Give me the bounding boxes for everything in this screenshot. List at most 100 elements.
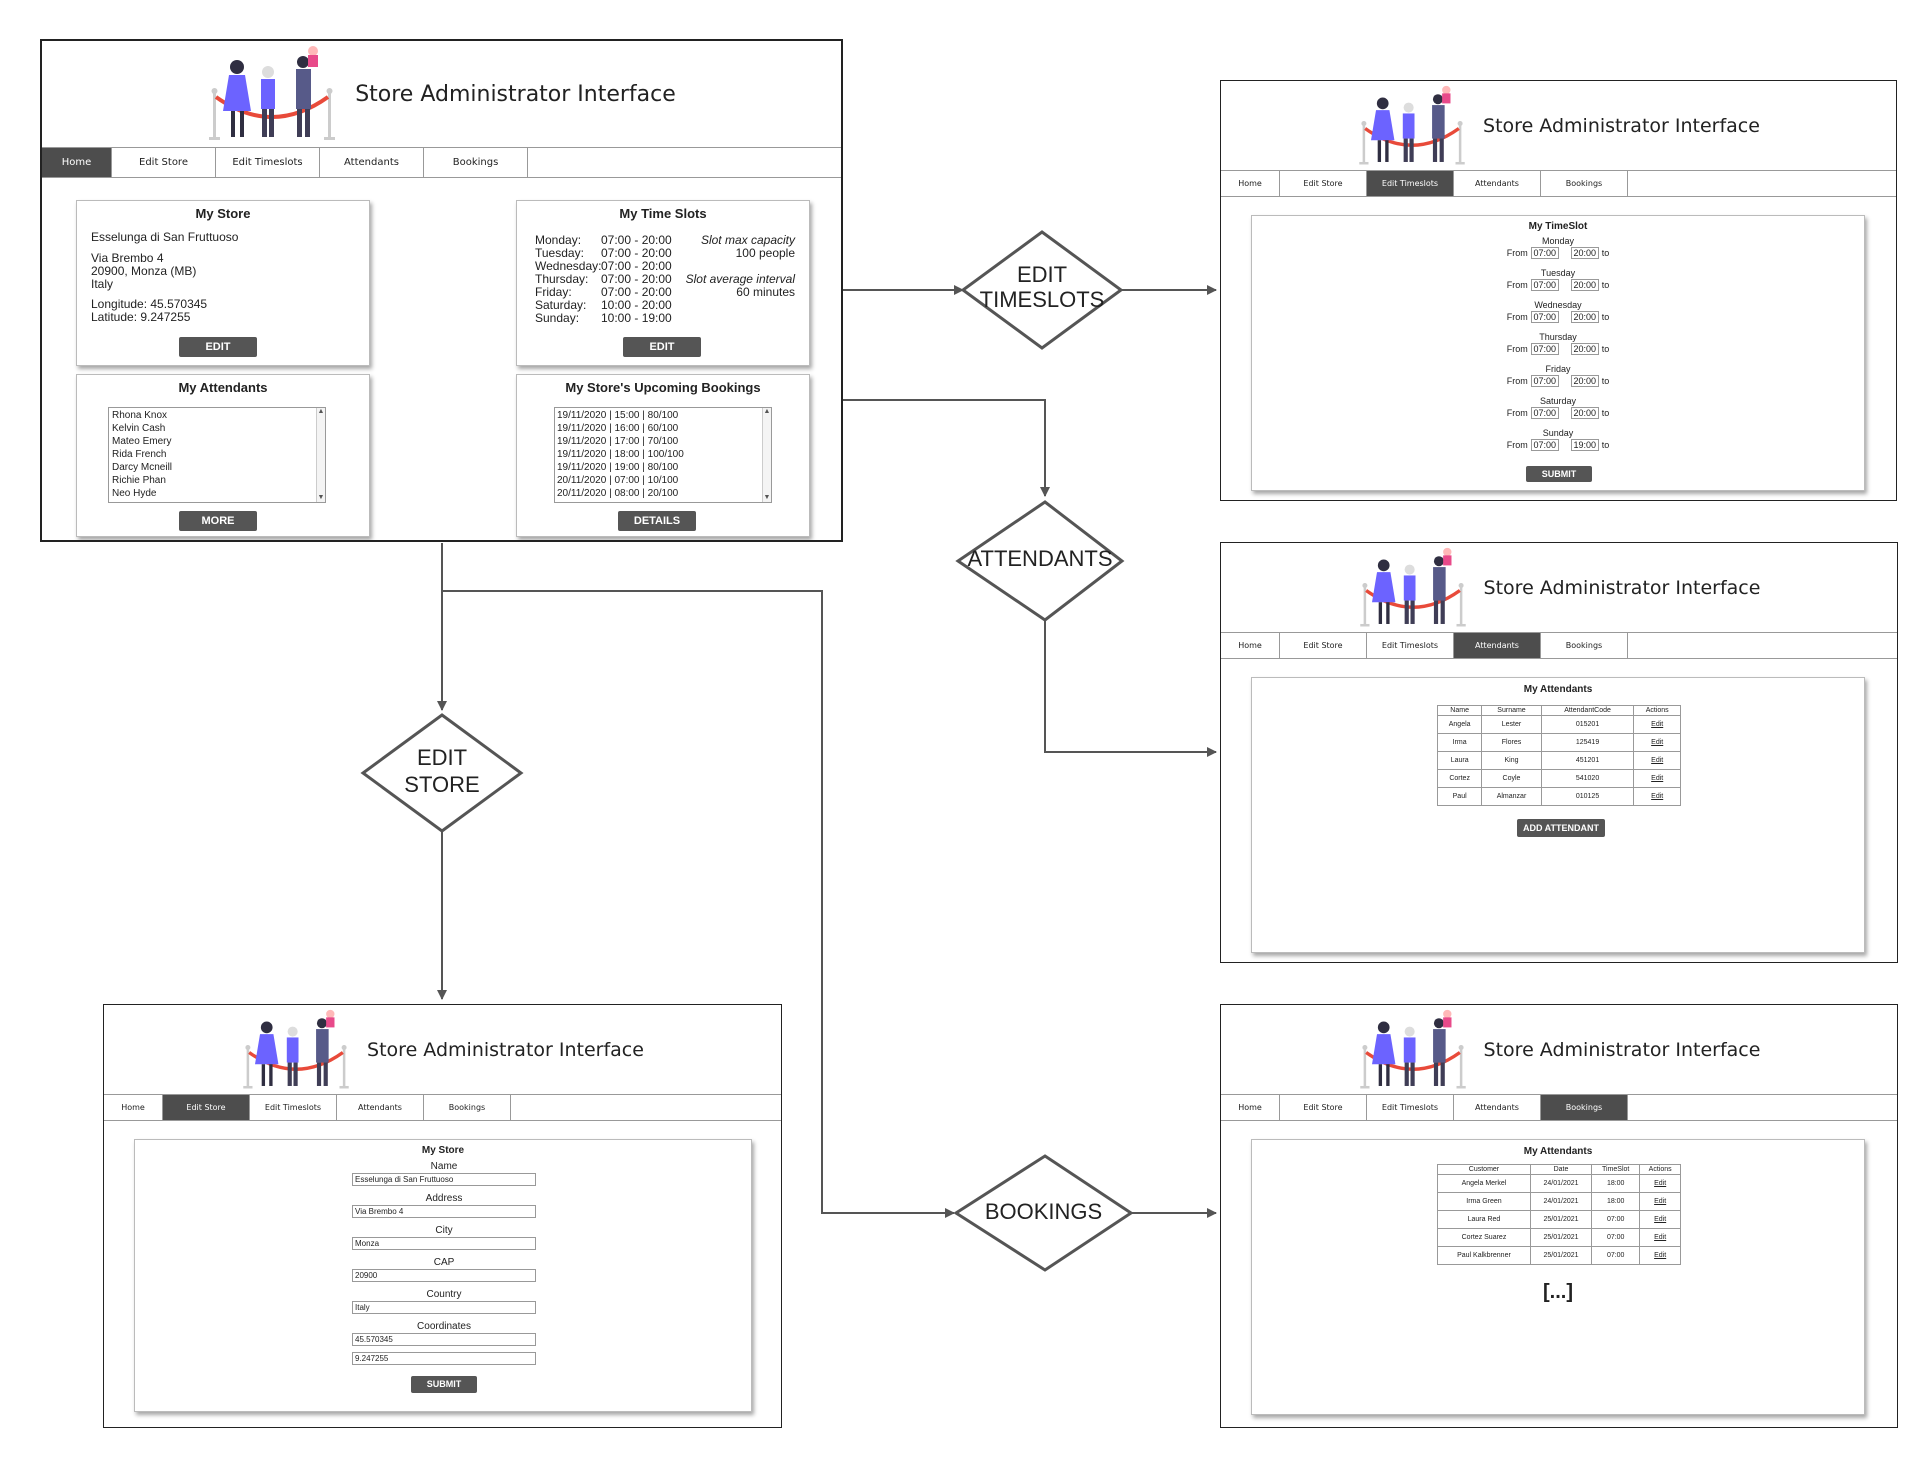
scrollbar[interactable]: ▲▼ bbox=[316, 408, 325, 502]
day-label: Wednesday bbox=[1534, 300, 1582, 310]
tab-attendants[interactable]: Attendants bbox=[1454, 171, 1541, 196]
to-time-input[interactable]: 20:00 bbox=[1570, 311, 1599, 323]
name-input[interactable]: Esselunga di San Fruttuoso bbox=[352, 1173, 536, 1186]
longitude-input[interactable]: 45.570345 bbox=[352, 1333, 536, 1346]
list-item: Saturday:10:00 - 20:00 bbox=[535, 298, 672, 312]
list-item[interactable]: Kelvin Cash bbox=[112, 423, 166, 434]
tab-attendants[interactable]: Attendants bbox=[1454, 633, 1541, 658]
tab-bookings[interactable]: Bookings bbox=[1541, 171, 1628, 196]
to-time-input[interactable]: 20:00 bbox=[1570, 343, 1599, 355]
city-input[interactable]: Monza bbox=[352, 1237, 536, 1250]
tab-edit-store[interactable]: Edit Store bbox=[1280, 1095, 1367, 1120]
more-attendants-button[interactable]: MORE bbox=[179, 511, 257, 531]
tab-home[interactable]: Home bbox=[104, 1095, 163, 1120]
address-input[interactable]: Via Brembo 4 bbox=[352, 1205, 536, 1218]
tab-home[interactable]: Home bbox=[1221, 633, 1280, 658]
tab-edit-timeslots[interactable]: Edit Timeslots bbox=[1367, 171, 1454, 196]
from-time-input[interactable]: 07:00 bbox=[1530, 247, 1559, 259]
day-label: Monday bbox=[1541, 236, 1575, 246]
day-label: Saturday bbox=[1539, 396, 1577, 406]
from-time-input[interactable]: 07:00 bbox=[1530, 407, 1559, 419]
scroll-up-icon[interactable]: ▲ bbox=[763, 408, 771, 415]
submit-timeslots-button[interactable]: SUBMIT bbox=[1526, 466, 1592, 482]
from-time-input[interactable]: 07:00 bbox=[1530, 311, 1559, 323]
edit-store-button[interactable]: EDIT bbox=[179, 337, 257, 357]
from-time-input[interactable]: 07:00 bbox=[1530, 343, 1559, 355]
edit-link[interactable]: Edit bbox=[1633, 787, 1681, 806]
to-time-input[interactable]: 20:00 bbox=[1570, 279, 1599, 291]
booking-details-button[interactable]: DETAILS bbox=[618, 511, 696, 531]
list-item[interactable]: 20/11/2020 | 08:00 | 20/100 bbox=[557, 488, 679, 499]
to-time-input[interactable]: 20:00 bbox=[1570, 407, 1599, 419]
store-address: Via Brembo 4 bbox=[91, 251, 164, 265]
tab-edit-timeslots[interactable]: Edit Timeslots bbox=[1367, 633, 1454, 658]
tab-edit-store[interactable]: Edit Store bbox=[163, 1095, 250, 1120]
latitude-input[interactable]: 9.247255 bbox=[352, 1352, 536, 1365]
field-label: Address bbox=[425, 1193, 463, 1204]
list-item[interactable]: 20/11/2020 | 07:00 | 10/100 bbox=[557, 475, 679, 486]
to-time-input[interactable]: 20:00 bbox=[1570, 375, 1599, 387]
scrollbar[interactable]: ▲▼ bbox=[762, 408, 771, 502]
submit-store-button[interactable]: SUBMIT bbox=[411, 1376, 477, 1393]
tab-edit-store[interactable]: Edit Store bbox=[112, 148, 216, 177]
from-time-input[interactable]: 07:00 bbox=[1530, 375, 1559, 387]
edit-link[interactable]: Edit bbox=[1633, 715, 1681, 734]
tab-bookings[interactable]: Bookings bbox=[424, 148, 528, 177]
from-time-input[interactable]: 07:00 bbox=[1530, 439, 1559, 451]
app-header: Store Administrator Interface bbox=[1221, 81, 1896, 171]
list-item[interactable]: Darcy Mcneill bbox=[112, 462, 173, 473]
list-item[interactable]: Rida French bbox=[112, 449, 167, 460]
tab-edit-timeslots[interactable]: Edit Timeslots bbox=[1367, 1095, 1454, 1120]
edit-link[interactable]: Edit bbox=[1639, 1246, 1681, 1265]
scroll-down-icon[interactable]: ▼ bbox=[317, 494, 325, 501]
tab-edit-timeslots[interactable]: Edit Timeslots bbox=[216, 148, 320, 177]
list-item[interactable]: 19/11/2020 | 16:00 | 60/100 bbox=[557, 423, 679, 434]
from-time-input[interactable]: 07:00 bbox=[1530, 279, 1559, 291]
to-time-input[interactable]: 20:00 bbox=[1570, 247, 1599, 259]
column-header: Surname bbox=[1481, 705, 1542, 716]
attendants-diamond bbox=[955, 500, 1125, 622]
tab-attendants[interactable]: Attendants bbox=[1454, 1095, 1541, 1120]
country-input[interactable]: Italy bbox=[352, 1301, 536, 1314]
attendants-label: ATTENDANTS bbox=[967, 546, 1113, 571]
edit-link[interactable]: Edit bbox=[1633, 769, 1681, 788]
list-item[interactable]: Richie Phan bbox=[112, 475, 166, 486]
scroll-down-icon[interactable]: ▼ bbox=[763, 494, 771, 501]
app-title: Store Administrator Interface bbox=[1483, 1038, 1761, 1061]
list-item[interactable]: Rhona Knox bbox=[112, 410, 168, 421]
tab-edit-store[interactable]: Edit Store bbox=[1280, 633, 1367, 658]
tab-bookings[interactable]: Bookings bbox=[1541, 633, 1628, 658]
tab-edit-store[interactable]: Edit Store bbox=[1280, 171, 1367, 196]
scroll-up-icon[interactable]: ▲ bbox=[317, 408, 325, 415]
edit-link[interactable]: Edit bbox=[1633, 751, 1681, 770]
list-item: Wednesday:07:00 - 20:00 bbox=[535, 259, 672, 273]
add-attendant-button[interactable]: ADD ATTENDANT bbox=[1517, 819, 1605, 837]
edit-link[interactable]: Edit bbox=[1633, 733, 1681, 752]
edit-timeslots-button[interactable]: EDIT bbox=[623, 337, 701, 357]
list-item[interactable]: 19/11/2020 | 17:00 | 70/100 bbox=[557, 436, 679, 447]
tab-home[interactable]: Home bbox=[1221, 1095, 1280, 1120]
tab-home[interactable]: Home bbox=[42, 148, 112, 177]
list-item[interactable]: 19/11/2020 | 18:00 | 100/100 bbox=[557, 449, 684, 460]
tab-attendants[interactable]: Attendants bbox=[337, 1095, 424, 1120]
tab-edit-timeslots[interactable]: Edit Timeslots bbox=[250, 1095, 337, 1120]
list-item[interactable]: Mateo Emery bbox=[112, 436, 172, 447]
list-item[interactable]: 19/11/2020 | 15:00 | 80/100 bbox=[557, 410, 679, 421]
list-item[interactable]: 19/11/2020 | 19:00 | 80/100 bbox=[557, 462, 679, 473]
edit-link[interactable]: Edit bbox=[1639, 1192, 1681, 1211]
list-item[interactable]: Neo Hyde bbox=[112, 488, 157, 499]
edit-link[interactable]: Edit bbox=[1639, 1210, 1681, 1229]
edit-link[interactable]: Edit bbox=[1639, 1174, 1681, 1193]
tab-bookings[interactable]: Bookings bbox=[1541, 1095, 1628, 1120]
attendants-listbox[interactable]: Rhona Knox Kelvin Cash Mateo Emery Rida … bbox=[108, 407, 326, 503]
tab-attendants[interactable]: Attendants bbox=[320, 148, 424, 177]
tab-home[interactable]: Home bbox=[1221, 171, 1280, 196]
cap-input[interactable]: 20900 bbox=[352, 1269, 536, 1282]
edit-link[interactable]: Edit bbox=[1639, 1228, 1681, 1247]
to-time-input[interactable]: 19:00 bbox=[1570, 439, 1599, 451]
tab-bookings[interactable]: Bookings bbox=[424, 1095, 511, 1120]
bookings-listbox[interactable]: 19/11/2020 | 15:00 | 80/100 19/11/2020 |… bbox=[554, 407, 772, 503]
